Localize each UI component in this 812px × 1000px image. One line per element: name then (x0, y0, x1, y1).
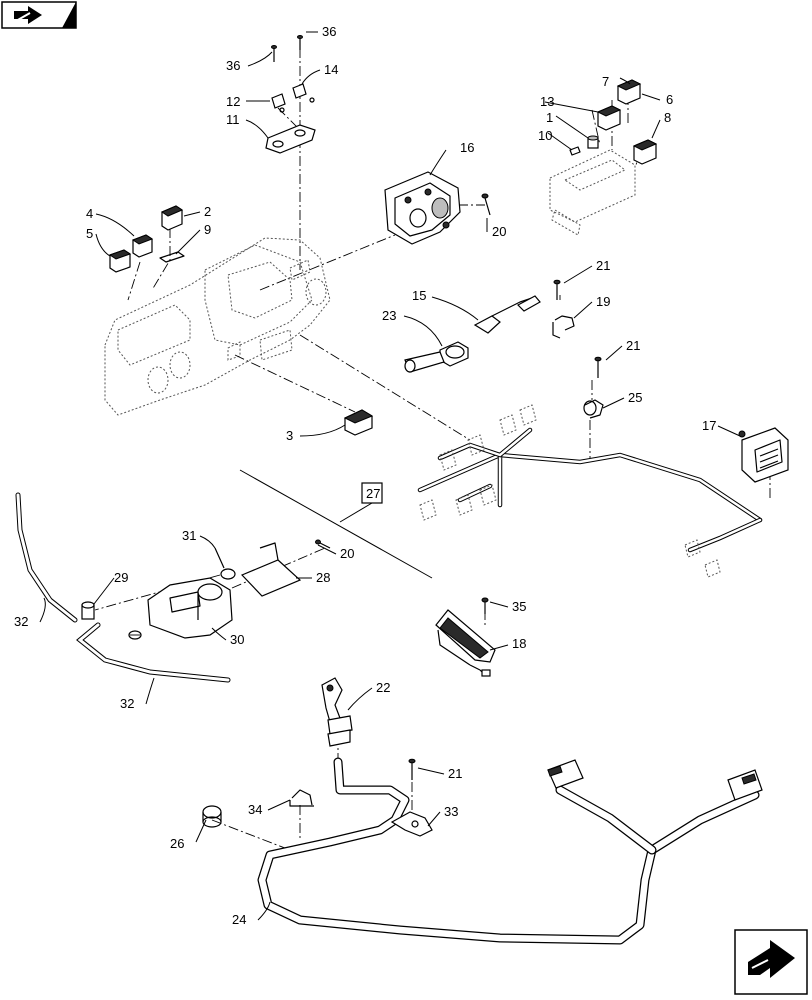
label-plate-9 (159, 251, 185, 263)
plug-26 (202, 805, 222, 828)
callout-20: 20 (492, 224, 506, 239)
connector-12 (271, 93, 286, 113)
hose-connector-right (727, 769, 763, 801)
screw-20a (481, 193, 491, 216)
clamp-19 (552, 315, 575, 339)
clamp-34 (289, 789, 314, 807)
callout-8: 8 (664, 110, 671, 125)
callout-31: 31 (182, 528, 196, 543)
callout-21: 21 (596, 258, 610, 273)
knob-13 (587, 135, 599, 149)
callout-20: 20 (340, 546, 354, 561)
callout-4: 4 (86, 206, 93, 221)
callout-26: 26 (170, 836, 184, 851)
clamp-33 (390, 811, 433, 837)
callout-7: 7 (602, 74, 609, 89)
switch-4 (131, 234, 154, 258)
callout-36: 36 (226, 58, 240, 73)
switch-2 (160, 205, 184, 231)
callout-15: 15 (412, 288, 426, 303)
switch-6 (616, 79, 642, 105)
bolt-21c (408, 758, 416, 780)
joystick-22 (321, 677, 353, 747)
module-30 (147, 577, 233, 639)
callout-2: 2 (204, 204, 211, 219)
callout-13: 13 (540, 94, 554, 109)
hose-24 (257, 757, 760, 945)
callout-19: 19 (596, 294, 610, 309)
bolt-21a (553, 279, 561, 300)
callout-10: 10 (538, 128, 552, 143)
callout-14: 14 (324, 62, 338, 77)
dashboard-panel (104, 237, 331, 416)
callout-28: 28 (316, 570, 330, 585)
switch-3 (343, 409, 374, 436)
callout-6: 6 (666, 92, 673, 107)
instrument-cluster-16 (384, 171, 461, 245)
screw-36b (297, 35, 303, 50)
screw-35 (481, 597, 489, 614)
next-page-arrow-icon[interactable] (734, 929, 808, 995)
group-27-bracket (239, 469, 433, 579)
callout-34: 34 (248, 802, 262, 817)
callout-18: 18 (512, 636, 526, 651)
clamp-25 (583, 399, 604, 419)
switch-8 (632, 139, 658, 165)
connector-14 (292, 83, 315, 103)
switch-panel (549, 149, 636, 236)
callout-21: 21 (448, 766, 462, 781)
callout-24: 24 (232, 912, 246, 927)
callout-11: 11 (226, 112, 240, 127)
callout-27: 27 (366, 486, 380, 501)
callout-21: 21 (626, 338, 640, 353)
callout-22: 22 (376, 680, 390, 695)
plug-29 (81, 601, 95, 620)
wire-harness (417, 404, 763, 578)
callout-36: 36 (322, 24, 336, 39)
callout-32: 32 (120, 696, 134, 711)
switch-5 (108, 249, 132, 273)
pedal-18 (435, 609, 496, 677)
plate-11 (265, 124, 316, 154)
callout-17: 17 (702, 418, 716, 433)
callout-33: 33 (444, 804, 458, 819)
plug-hole (128, 630, 142, 640)
clip-10 (569, 146, 581, 156)
screw-36a (271, 45, 277, 62)
callout-25: 25 (628, 390, 642, 405)
stalk-switch-23 (404, 341, 469, 373)
bolt-21b (594, 356, 602, 378)
callout-labels: 36 36 12 14 11 16 20 4 2 5 9 7 6 13 1 8 … (14, 24, 716, 927)
screw-20b (315, 539, 331, 549)
callout-23: 23 (382, 308, 396, 323)
callout-32: 32 (14, 614, 28, 629)
switch-7 (596, 105, 622, 131)
connector-17 (738, 427, 789, 483)
callout-30: 30 (230, 632, 244, 647)
sensor-31 (214, 547, 236, 580)
callout-1: 1 (546, 110, 553, 125)
callout-9: 9 (204, 222, 211, 237)
callout-35: 35 (512, 599, 526, 614)
center-lines (94, 48, 771, 851)
hose-32-lower (76, 622, 231, 683)
hose-connector-left (547, 759, 584, 789)
plate-28 (240, 542, 302, 597)
callout-16: 16 (460, 140, 474, 155)
callout-5: 5 (86, 226, 93, 241)
callout-29: 29 (114, 570, 128, 585)
leader-lines (39, 31, 741, 921)
navigation-arrow-icon[interactable] (1, 1, 77, 29)
hose-32-upper (15, 492, 78, 623)
callout-3: 3 (286, 428, 293, 443)
stalk-switch-15 (473, 295, 541, 334)
callout-12: 12 (226, 94, 240, 109)
